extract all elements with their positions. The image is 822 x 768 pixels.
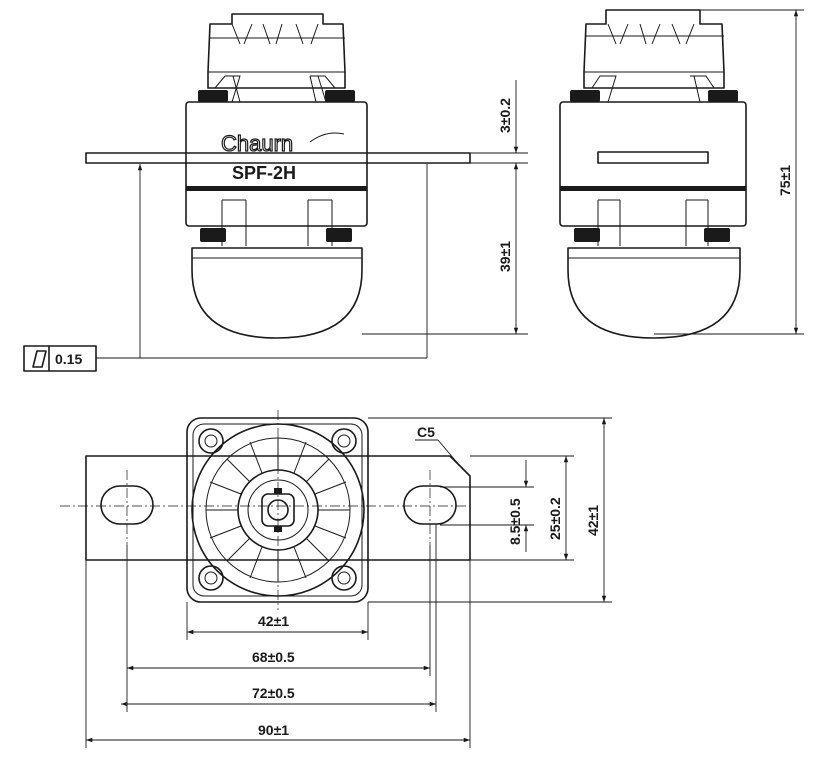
lower-height-label: 39±1	[497, 241, 513, 272]
body-width-label: 42±1	[258, 613, 289, 629]
total-length-label: 90±1	[258, 722, 289, 738]
side-dome	[567, 247, 741, 339]
top-view	[60, 410, 471, 610]
hole-width-label: 8.5±0.5	[507, 498, 523, 545]
brand-swoosh	[309, 132, 345, 143]
total-height-label: 75±1	[777, 165, 793, 196]
flatness-icon	[32, 350, 47, 368]
side-main-body	[559, 101, 747, 227]
side-slot	[597, 151, 709, 164]
side-top-cap	[583, 9, 725, 89]
top-view-horizontal-dimensions: 42±1 68±0.5 72±0.5 90±1	[85, 524, 471, 748]
top-view-vertical-dimensions: 8.5±0.5 25±0.2 42±1	[368, 417, 612, 603]
flatness-callout: 0.15	[23, 164, 428, 372]
top-square-body	[186, 417, 369, 603]
height-dimensions: 3±0.2 39±1	[362, 80, 528, 335]
tolerance-frame	[23, 345, 97, 372]
front-view: Chaurn SPF-2H	[85, 13, 471, 339]
brand-logo: Chaurn	[221, 131, 293, 156]
front-main-body	[185, 101, 368, 227]
top-flange	[85, 455, 471, 561]
hole-outer-label: 72±0.5	[252, 685, 295, 701]
model-label: SPF-2H	[232, 163, 296, 183]
hole-centers-label: 68±0.5	[252, 649, 295, 665]
front-flange-plate	[85, 152, 471, 164]
chamfer-callout: C5	[415, 424, 461, 467]
flange-thickness-label: 3±0.2	[497, 98, 513, 133]
front-top-cap	[207, 13, 346, 89]
side-view	[559, 9, 747, 339]
chamfer-label: C5	[417, 424, 435, 440]
flatness-value: 0.15	[55, 351, 82, 367]
total-height-dimension: 75±1	[654, 9, 804, 335]
body-height-label: 42±1	[585, 505, 601, 536]
flange-width-label: 25±0.2	[547, 497, 563, 540]
front-dome	[191, 247, 363, 339]
